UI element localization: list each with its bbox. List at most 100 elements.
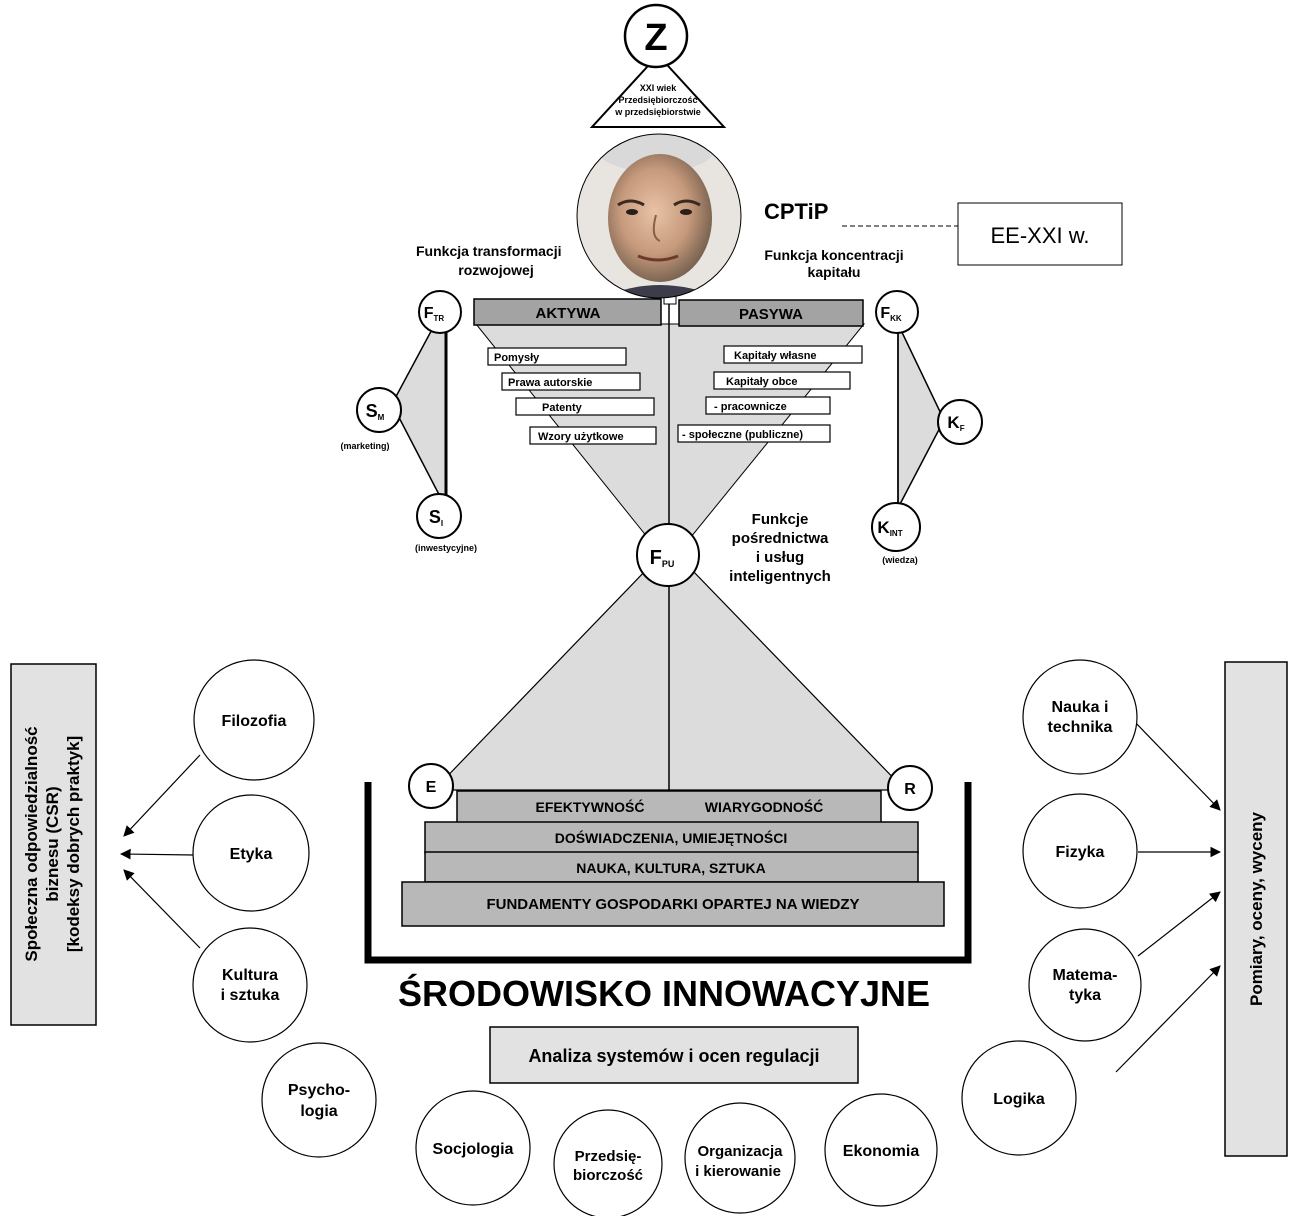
node-sm-sub: M	[378, 413, 385, 422]
apex-line: w przedsiębiorstwie	[614, 107, 701, 117]
node-kf-sub: F	[960, 424, 965, 433]
node-sm-main: S	[366, 401, 378, 421]
pasywa-item: - pracownicze	[714, 401, 787, 413]
aktywa-item: Prawa autorskie	[508, 377, 592, 389]
aktywa-item-box	[487, 347, 627, 366]
node-fpu-sub: PU	[662, 559, 675, 569]
left-function-subtitle: rozwojowej	[458, 262, 533, 278]
fpu-label-line: Funkcje	[752, 511, 809, 528]
node-kint-caption: (wiedza)	[882, 555, 918, 565]
node-sm	[356, 387, 402, 433]
step-row3-label: NAUKA, KULTURA, SZTUKA	[576, 860, 766, 876]
circle-matematyka-label: tyka	[1069, 987, 1101, 1004]
step-row3	[424, 851, 919, 883]
aktywa-item: Wzory użytkowe	[538, 431, 624, 443]
circle-przedsiebiorczosc-label: biorczość	[573, 1167, 643, 1184]
right-wing	[897, 323, 945, 509]
circle-logika	[961, 1040, 1077, 1156]
circle-matematyka	[1028, 928, 1142, 1042]
svg-text:SI: SI	[429, 507, 443, 528]
pasywa-item: Kapitały własne	[734, 350, 817, 362]
circle-filozofia-label: Filozofia	[222, 713, 287, 730]
circle-przedsiebiorczosc	[553, 1109, 663, 1216]
node-fkk	[875, 290, 919, 334]
circle-psychologia-label: logia	[300, 1103, 337, 1120]
badge-label: EE-XXI w.	[990, 223, 1089, 248]
node-si	[416, 493, 462, 539]
fpu-label-line: inteligentnych	[729, 568, 831, 585]
circle-socjologia	[415, 1090, 531, 1206]
node-fpu	[636, 523, 700, 587]
svg-text:KINT: KINT	[877, 518, 902, 538]
circle-ekonomia	[824, 1093, 938, 1207]
node-fkk-main: F	[880, 305, 890, 322]
circle-organizacja	[684, 1102, 796, 1214]
node-ftr-main: F	[424, 305, 434, 322]
apex-triangle	[589, 53, 727, 128]
environment-title: ŚRODOWISKO INNOWACYJNE	[398, 972, 930, 1014]
node-r-main: R	[904, 781, 916, 798]
circle-etyka-label: Etyka	[230, 846, 273, 863]
fpu-label-line: pośrednictwa	[732, 530, 829, 547]
node-sm-caption: (marketing)	[340, 441, 389, 451]
left-function-title: Funkcja transformacji	[416, 243, 562, 259]
apex-line: XXI wiek	[640, 83, 678, 93]
pasywa-item-box	[677, 424, 831, 443]
node-si-caption: (inwestycyjne)	[415, 543, 477, 553]
circle-fizyka	[1022, 793, 1138, 909]
aktywa-item-box	[529, 426, 657, 445]
node-e-main: E	[426, 779, 437, 796]
left-panel	[10, 663, 97, 1026]
circle-nauka-label: Nauka i	[1052, 699, 1109, 716]
node-kint-sub: INT	[890, 529, 903, 538]
svg-text:FPU: FPU	[650, 547, 675, 569]
aktywa-list: Pomysły Prawa autorskie Patenty Wzory uż…	[487, 347, 657, 445]
circle-organizacja-label: i kierowanie	[695, 1163, 781, 1180]
circle-kultura-label: i sztuka	[221, 987, 280, 1004]
portrait-photo	[577, 134, 741, 298]
aktywa-item-box	[515, 397, 655, 416]
aktywa-header	[473, 298, 662, 326]
center-label: CPTiP	[764, 199, 828, 224]
circle-matematyka-label: Matema-	[1053, 967, 1118, 984]
environment-bracket	[364, 782, 972, 964]
circle-przedsiebiorczosc-label: Przedsię-	[575, 1148, 642, 1165]
node-kint	[871, 502, 921, 552]
left-panel-line: [kodeksy dobrych praktyk]	[64, 736, 83, 952]
left-panel-line: biznesu (CSR)	[43, 786, 62, 901]
svg-text:FTR: FTR	[424, 305, 445, 323]
node-fkk-sub: KK	[890, 314, 902, 323]
svg-text:FKK: FKK	[880, 305, 902, 323]
circle-ekonomia-label: Ekonomia	[843, 1143, 920, 1160]
circle-socjologia-label: Socjologia	[433, 1141, 514, 1158]
node-kf	[937, 399, 983, 445]
analysis-box	[489, 1026, 859, 1084]
step-row4	[401, 881, 945, 927]
circle-logika-label: Logika	[993, 1091, 1045, 1108]
aktywa-item: Patenty	[542, 402, 583, 414]
pasywa-header-label: PASYWA	[739, 306, 803, 323]
circle-nauka-label: technika	[1048, 719, 1113, 736]
circle-kultura	[192, 927, 308, 1043]
node-kint-main: K	[877, 518, 890, 537]
pasywa-list: Kapitały własne Kapitały obce - pracowni…	[677, 345, 863, 443]
node-si-sub: I	[441, 519, 443, 528]
circle-psychologia-label: Psycho-	[288, 1082, 350, 1099]
circle-psychologia	[261, 1042, 377, 1158]
step-row2-label: DOŚWIADCZENIA, UMIEJĘTNOŚCI	[555, 829, 788, 846]
pasywa-item: Kapitały obce	[726, 376, 798, 388]
circle-nauka	[1022, 659, 1138, 775]
pasywa-item-box	[705, 396, 831, 415]
aktywa-header-label: AKTYWA	[536, 305, 601, 322]
right-panel-label: Pomiary, oceny, wyceny	[1247, 811, 1266, 1006]
step-top-right: WIARYGODNOŚĆ	[705, 798, 823, 815]
right-function-title: Funkcja koncentracji	[764, 247, 903, 263]
left-panel-line: Społeczna odpowiedzialność	[22, 726, 41, 961]
svg-text:SM: SM	[366, 401, 385, 422]
node-e	[408, 763, 454, 809]
circle-filozofia	[193, 659, 315, 781]
analysis-box-label: Analiza systemów i ocen regulacji	[528, 1046, 819, 1066]
node-r	[887, 765, 933, 811]
right-function-subtitle: kapitału	[808, 264, 861, 280]
